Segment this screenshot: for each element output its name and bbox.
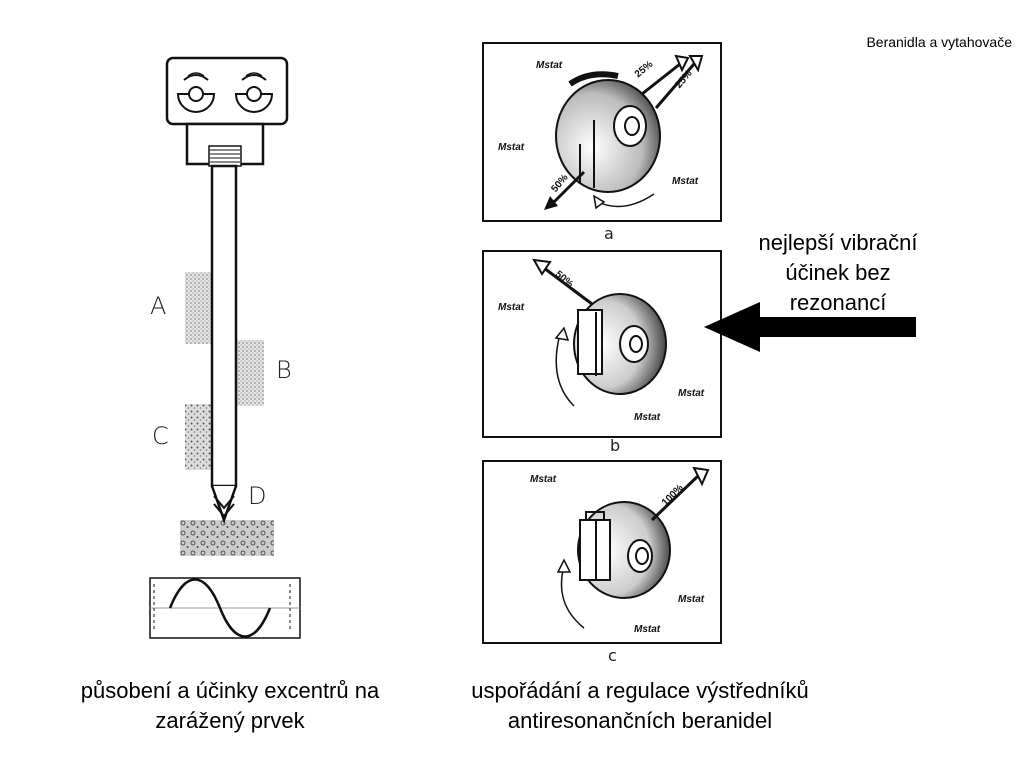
right-caption: uspořádání a regulace výstředníků antire… [420, 676, 860, 736]
callout-line-3: rezonancí [789, 290, 887, 315]
mstat-label: Mstat [678, 594, 705, 605]
pointer-arrow-icon [704, 302, 916, 352]
left-caption: působení a účinky excentrů na zarážený p… [30, 676, 430, 736]
right-caption-line-2: antiresonančních beranidel [507, 708, 773, 733]
soil-zone-a [185, 272, 213, 344]
eccentric-c-drawing [556, 466, 710, 629]
mstat-label: Mstat [678, 388, 705, 399]
mstat-label: Mstat [634, 624, 661, 635]
left-caption-line-1: působení a účinky excentrů na [80, 678, 380, 703]
eccentric-panel-a: Mstat Mstat Mstat 25% 25% 50% [482, 42, 722, 222]
callout-line-1: nejlepší vibrační [758, 230, 918, 255]
soil-zone-b [236, 340, 264, 406]
panel-label-b: b [610, 436, 621, 455]
slide-title: Beranidla a vytahovače [866, 34, 1012, 50]
mstat-label: Mstat [536, 60, 563, 71]
callout-line-2: účinek bez [785, 260, 891, 285]
exciter-housing-icon [165, 56, 289, 126]
eccentric-a-drawing [544, 54, 704, 210]
eccentric-b-drawing [532, 258, 667, 407]
zone-label-b: B [276, 356, 292, 384]
zone-label-a: A [150, 292, 167, 320]
zone-label-c: C [152, 422, 169, 450]
mstat-label: Mstat [498, 142, 525, 153]
soil-zone-d [180, 520, 274, 556]
zone-label-d: D [248, 482, 267, 510]
clamp-icon [185, 122, 265, 167]
pile-driver-drawing [149, 56, 301, 639]
sine-wave-icon [149, 577, 301, 639]
left-caption-line-2: zarážený prvek [155, 708, 305, 733]
mstat-label: Mstat [672, 176, 699, 187]
mstat-label: Mstat [634, 412, 661, 423]
mstat-label: Mstat [530, 474, 557, 485]
soil-zone-c [185, 404, 213, 470]
right-caption-line-1: uspořádání a regulace výstředníků [471, 678, 809, 703]
eccentric-panel-c: Mstat Mstat Mstat 100% [482, 460, 722, 644]
pile-icon [210, 164, 238, 524]
eccentric-panel-b: Mstat Mstat Mstat 50% [482, 250, 722, 438]
panel-label-a: a [604, 224, 614, 243]
pile-driver-figure: A B C D [130, 50, 330, 650]
callout-text: nejlepší vibrační účinek bez rezonancí [712, 228, 964, 318]
panel-label-c: c [608, 646, 617, 665]
mstat-label: Mstat [498, 302, 525, 313]
